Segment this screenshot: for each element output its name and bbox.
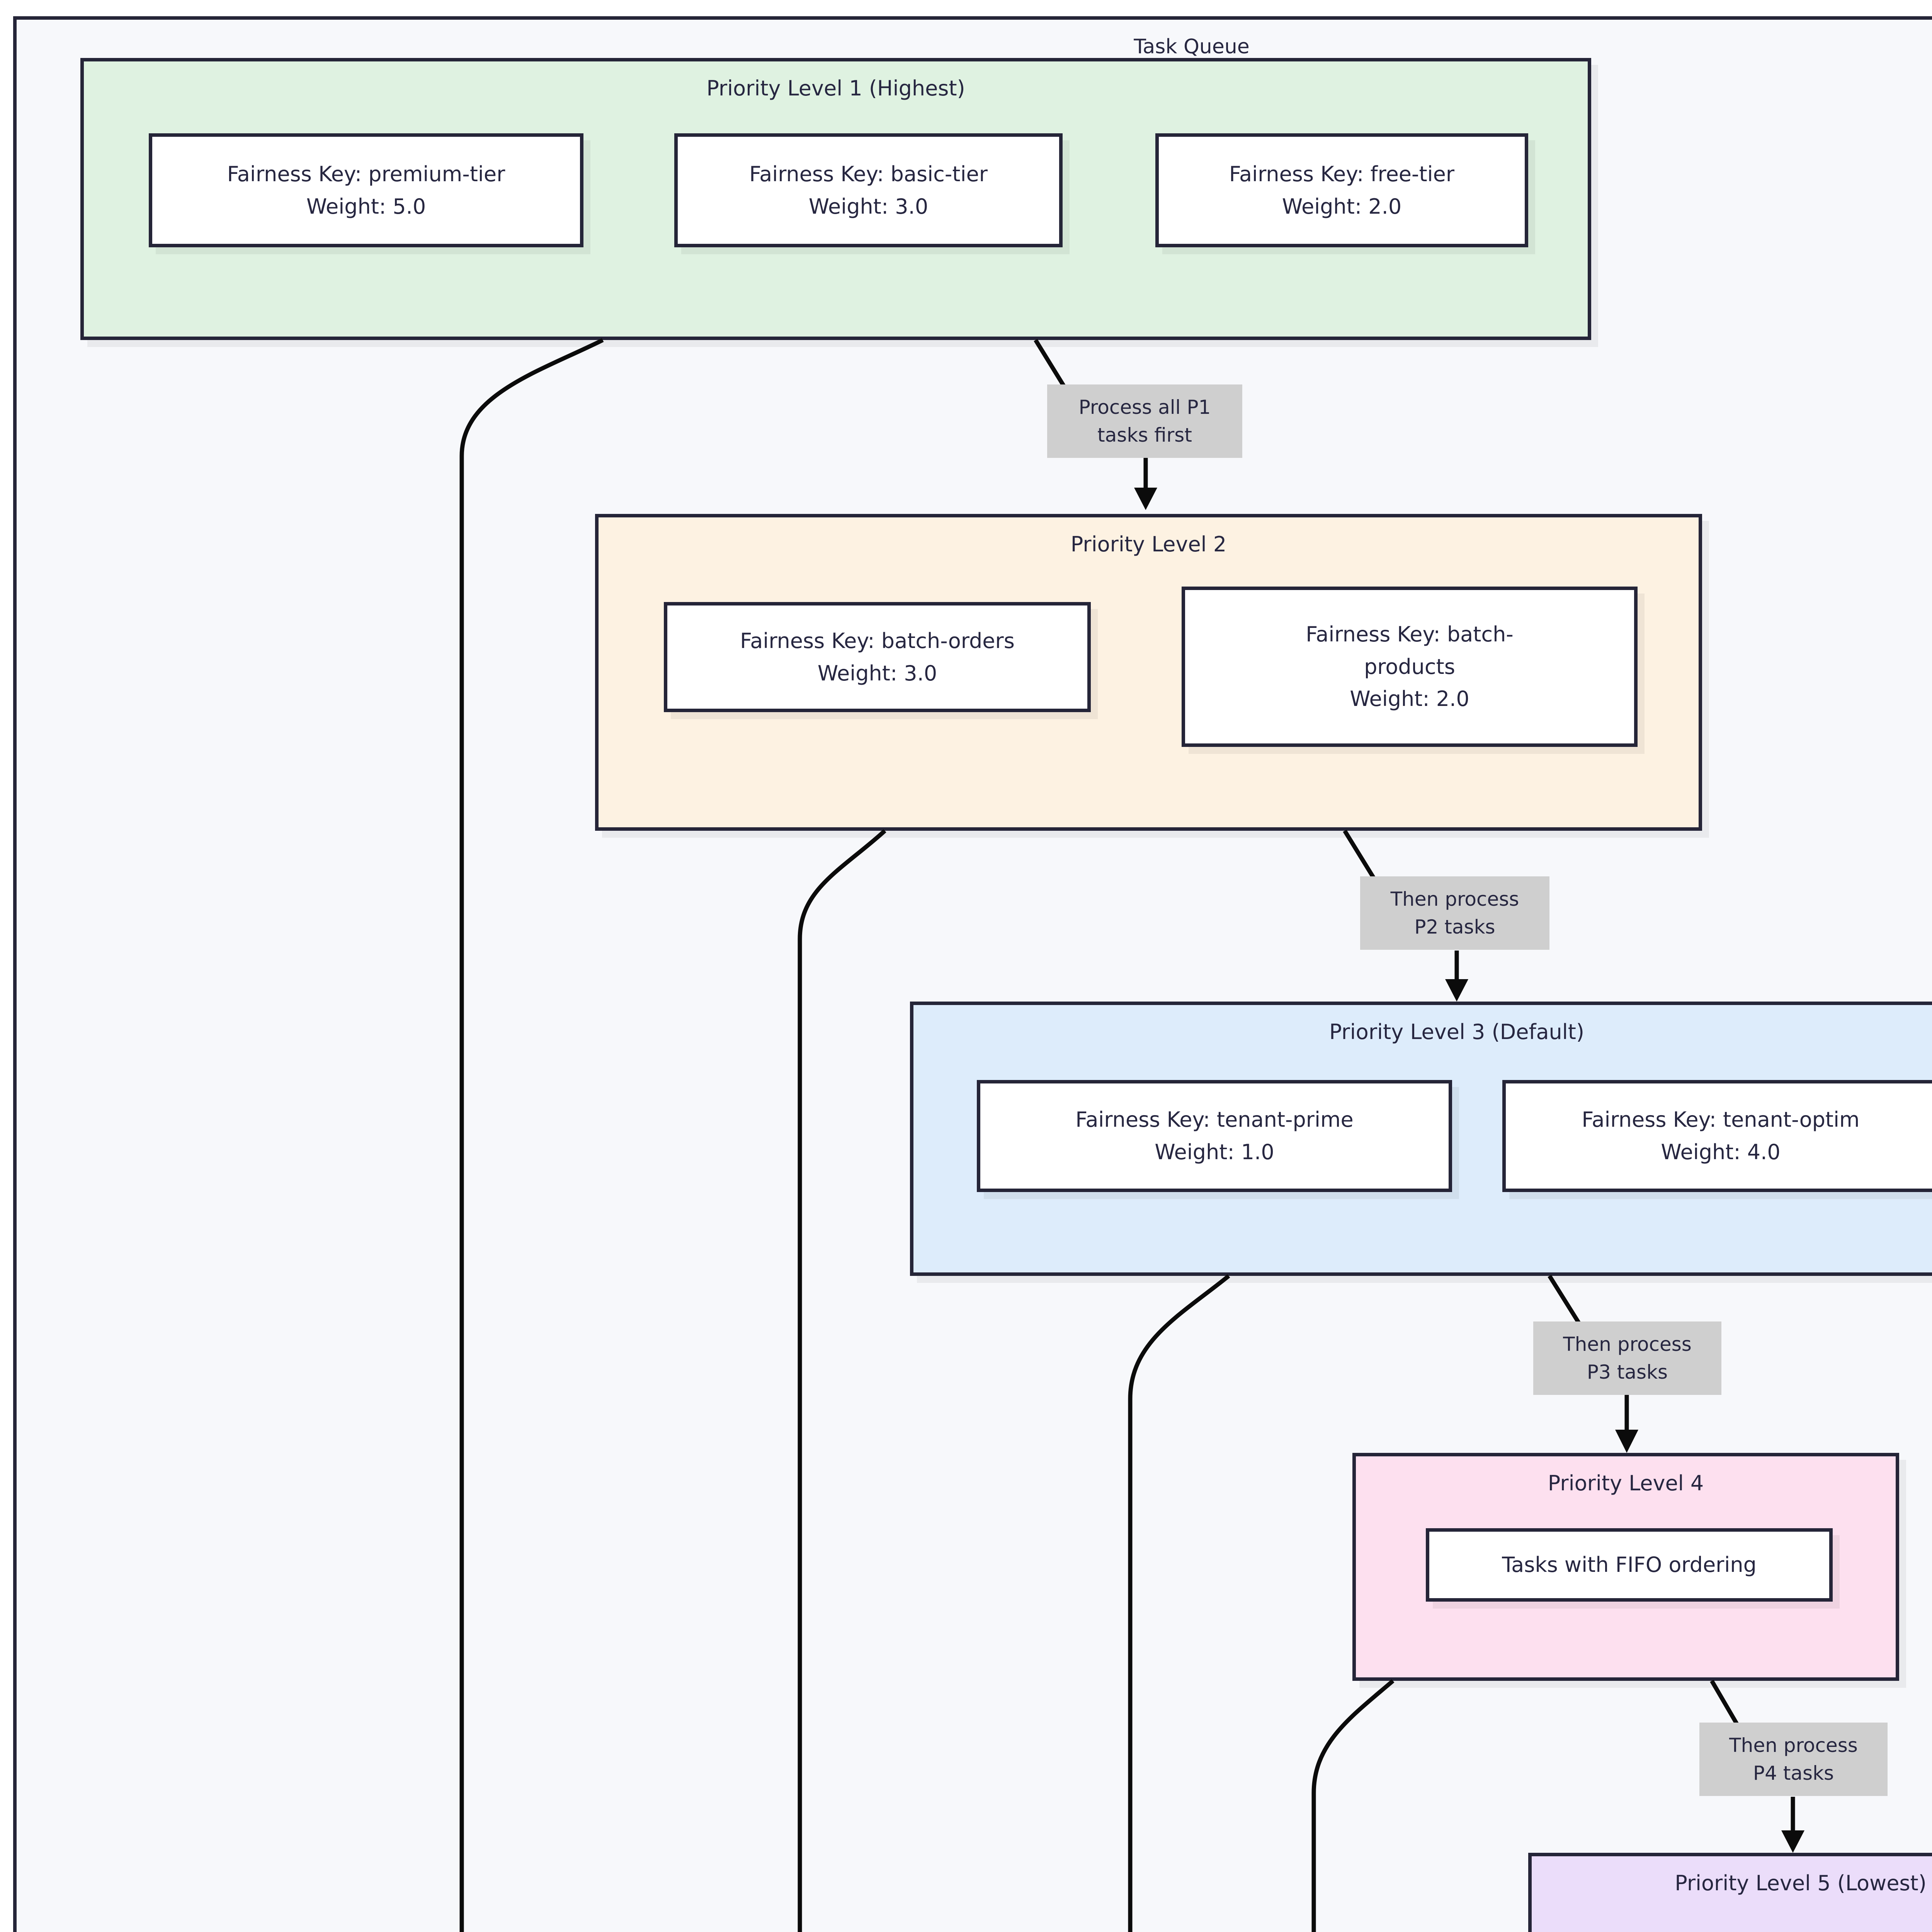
fifo-label: Tasks with FIFO ordering <box>1502 1553 1757 1577</box>
fairness-node-premium-tier[interactable]: Fairness Key: premium-tier Weight: 5.0 <box>149 133 583 247</box>
cluster-priority-level-5-title: Priority Level 5 (Lowest) <box>1675 1871 1927 1895</box>
fairness-weight-label: Weight: 5.0 <box>306 194 426 219</box>
fairness-key-label: Fairness Key: tenant-prime <box>1075 1107 1354 1132</box>
edge-label-line-1: Process all P1 <box>1078 396 1211 418</box>
edge-label-line-2: tasks first <box>1097 424 1192 446</box>
fairness-weight-label: Weight: 1.0 <box>1155 1140 1274 1164</box>
fairness-node-free-tier[interactable]: Fairness Key: free-tier Weight: 2.0 <box>1155 133 1528 247</box>
fifo-node-p4[interactable]: Tasks with FIFO ordering <box>1426 1528 1833 1602</box>
edge-label-then-process-p2: Then process P2 tasks <box>1360 876 1549 950</box>
edge-label-line-2: P3 tasks <box>1587 1361 1668 1383</box>
edge-label-line-2: P4 tasks <box>1753 1762 1834 1784</box>
fairness-node-tenant-optim[interactable]: Fairness Key: tenant-optim Weight: 4.0 <box>1502 1080 1932 1192</box>
fairness-node-batch-products[interactable]: Fairness Key: batch- products Weight: 2.… <box>1182 587 1638 747</box>
cluster-priority-level-4-title: Priority Level 4 <box>1548 1471 1704 1495</box>
edge-label-then-process-p4: Then process P4 tasks <box>1699 1723 1888 1796</box>
fairness-key-label: Fairness Key: premium-tier <box>227 162 505 186</box>
cluster-priority-level-3-title: Priority Level 3 (Default) <box>1329 1020 1585 1044</box>
fairness-weight-label: Weight: 3.0 <box>817 661 937 685</box>
cluster-priority-level-1-title: Priority Level 1 (Highest) <box>706 76 965 100</box>
fairness-key-label: Fairness Key: tenant-optim <box>1582 1107 1860 1132</box>
edge-label-line-2: P2 tasks <box>1414 916 1495 938</box>
fairness-weight-label: Weight: 4.0 <box>1661 1140 1781 1164</box>
fairness-weight-label: Weight: 2.0 <box>1282 194 1402 219</box>
fairness-key-label: Fairness Key: basic-tier <box>749 162 988 186</box>
cluster-priority-level-5: Priority Level 5 (Lowest) <box>1528 1853 1932 1932</box>
cluster-task-queue-title: Task Queue <box>1134 35 1250 58</box>
fairness-weight-label: Weight: 2.0 <box>1350 687 1469 711</box>
fairness-node-batch-orders[interactable]: Fairness Key: batch-orders Weight: 3.0 <box>664 602 1091 712</box>
fairness-node-tenant-prime[interactable]: Fairness Key: tenant-prime Weight: 1.0 <box>977 1080 1452 1192</box>
edge-label-line-1: Then process <box>1729 1734 1858 1757</box>
edge-label-line-1: Then process <box>1563 1333 1692 1355</box>
fairness-weight-label: Weight: 3.0 <box>808 194 929 219</box>
fairness-key-label: Fairness Key: batch-orders <box>740 628 1015 653</box>
fairness-key-label: Fairness Key: batch- <box>1306 622 1514 646</box>
cluster-priority-level-2-title: Priority Level 2 <box>1070 532 1227 556</box>
edge-label-process-all-p1: Process all P1 tasks first <box>1047 384 1242 458</box>
fairness-key-label-2: products <box>1364 654 1455 679</box>
edge-label-line-1: Then process <box>1390 888 1519 910</box>
fairness-key-label: Fairness Key: free-tier <box>1229 162 1455 186</box>
edge-label-then-process-p3: Then process P3 tasks <box>1533 1321 1721 1395</box>
fairness-node-basic-tier[interactable]: Fairness Key: basic-tier Weight: 3.0 <box>674 133 1063 247</box>
